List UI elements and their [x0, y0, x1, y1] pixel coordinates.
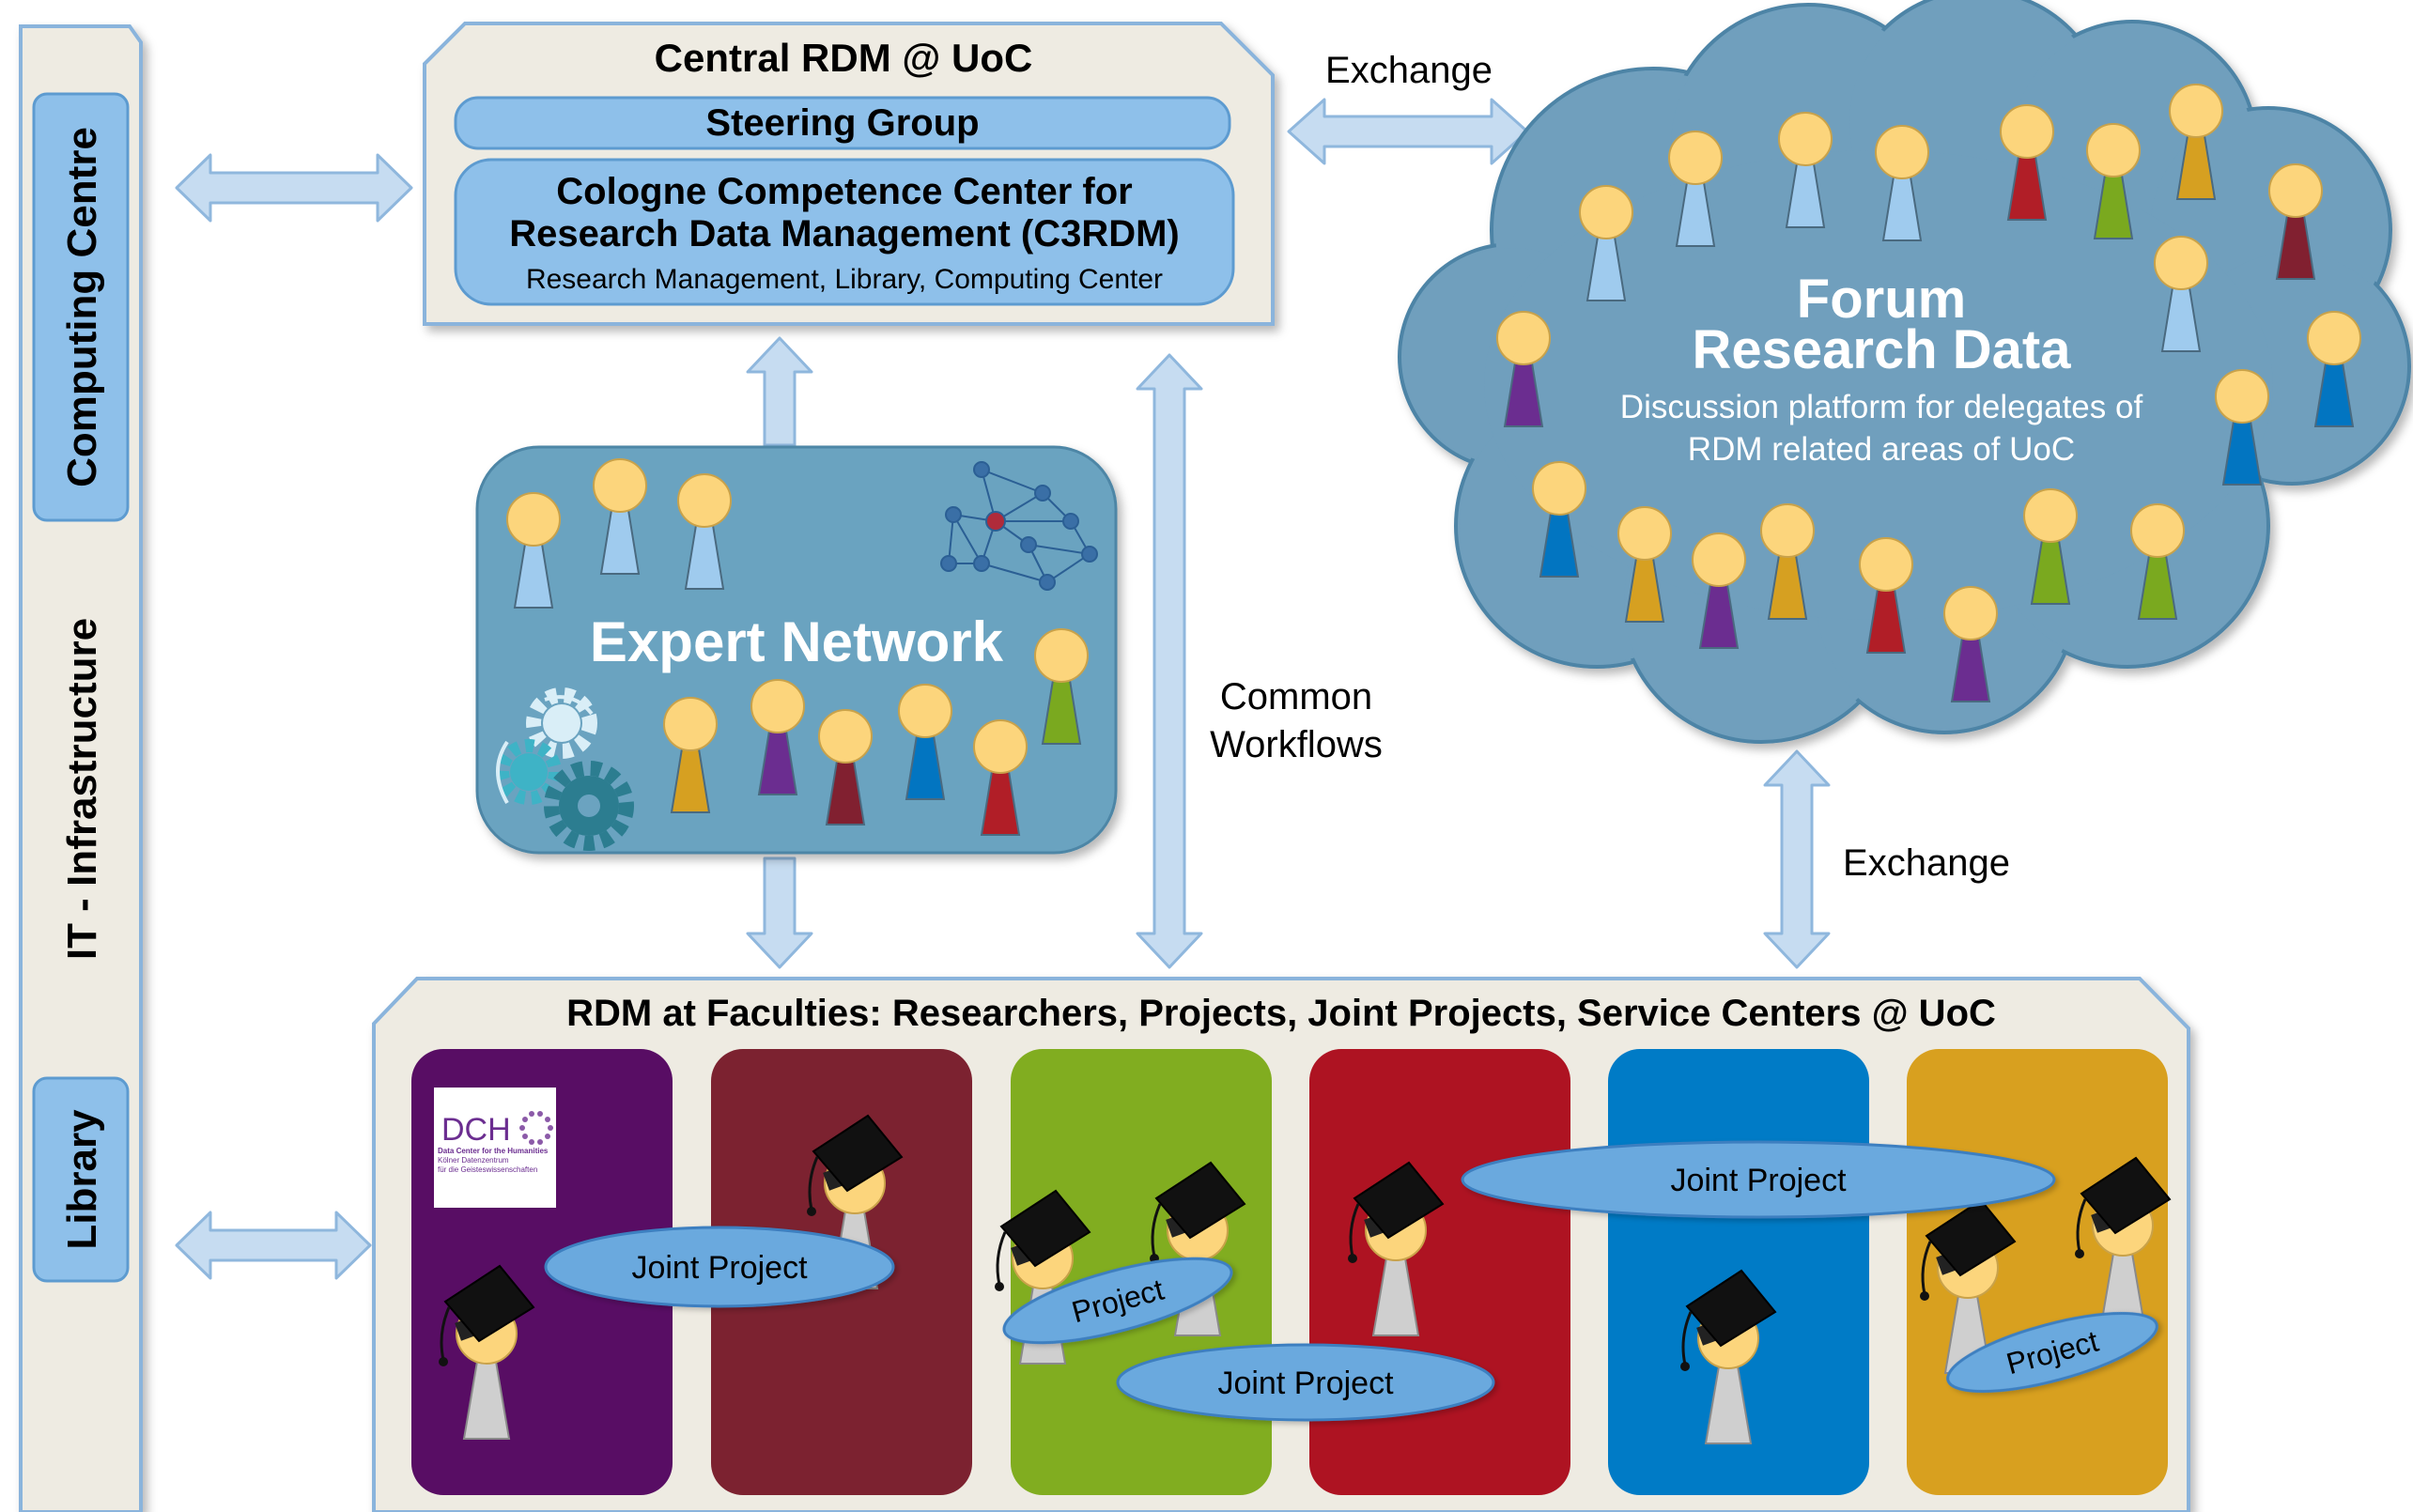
- forum-title-line1: Forum: [1797, 269, 1966, 330]
- forum-person-20: [2154, 236, 2208, 352]
- c3rdm-title-line2: Research Data Management (C3RDM): [509, 213, 1180, 255]
- forum-person-13: [1760, 503, 1815, 620]
- joint-project-label-1: Joint Project: [631, 1250, 808, 1286]
- arrow-expert-network-up: [746, 336, 813, 447]
- expert-person-8: [898, 684, 952, 800]
- exchange-label-right: Exchange: [1843, 842, 2010, 884]
- c3rdm-title-line1: Cologne Competence Center for: [556, 171, 1132, 212]
- forum-desc-line1: Discussion platform for delegates of: [1620, 389, 2143, 425]
- joint-project-ellipse-2: Joint Project: [1116, 1343, 1495, 1422]
- common-workflows-line1: Common: [1220, 676, 1372, 717]
- dch-logo-small-2: Kölner Datenzentrum: [438, 1156, 509, 1165]
- forum-person-4: [1875, 125, 1929, 241]
- forum-person-17: [2130, 503, 2185, 620]
- expert-person-3: [677, 473, 732, 590]
- expert-person-4: [1034, 628, 1089, 745]
- forum-person-19: [2307, 311, 2361, 427]
- forum-person-10: [1532, 461, 1586, 578]
- forum-person-1: [1579, 185, 1633, 301]
- central-rdm-title: Central RDM @ UoC: [655, 36, 1033, 80]
- expert-network-box: [475, 445, 1118, 855]
- forum-person-6: [2086, 123, 2141, 239]
- dch-logo-small-1: Data Center for the Humanities: [438, 1147, 549, 1155]
- arrow-library-faculties: [175, 1211, 372, 1280]
- joint-project-ellipse-1: Joint Project: [544, 1226, 895, 1308]
- project-ellipse-1: Project: [1002, 1257, 1233, 1345]
- joint-project-label-2: Joint Project: [1217, 1365, 1394, 1401]
- it-infrastructure-column: Computing Centre IT - Infrastructure Lib…: [19, 24, 143, 1512]
- graduate-researcher-8: [2075, 1156, 2172, 1332]
- faculties-panel: RDM at Faculties: Researchers, Projects,…: [372, 977, 2190, 1512]
- forum-person-7: [2169, 84, 2223, 200]
- graduate-researcher-5: [1348, 1161, 1445, 1336]
- forum-person-18: [2215, 369, 2269, 486]
- expert-network-people: [506, 458, 1089, 836]
- graduate-researcher-6: [1680, 1269, 1777, 1444]
- expert-network-panel: Expert Network: [475, 445, 1118, 855]
- arrow-central-forum: [1287, 98, 1529, 165]
- steering-group-label: Steering Group: [705, 102, 979, 144]
- arrow-common-workflows: [1136, 353, 1203, 969]
- c3rdm-subtitle: Research Management, Library, Computing …: [526, 264, 1163, 295]
- c3rdm-box: [454, 158, 1235, 306]
- forum-person-12: [1692, 532, 1746, 649]
- joint-project-ellipse-3: Joint Project: [1461, 1140, 2056, 1219]
- network-graph-icon: [940, 461, 1098, 591]
- forum-person-15: [1943, 586, 1998, 702]
- library-label: Library: [59, 1109, 105, 1250]
- library-box: [32, 1076, 130, 1283]
- arrow-computing-centre-central: [175, 153, 413, 223]
- it-infrastructure-label: IT - Infrastructure: [59, 618, 105, 960]
- forum-desc-line2: RDM related areas of UoC: [1688, 431, 2075, 468]
- forum-title-line2: Research Data: [1693, 319, 2072, 380]
- common-workflows-line2: Workflows: [1210, 724, 1383, 765]
- forum-person-3: [1778, 112, 1833, 228]
- forum-person-2: [1668, 131, 1723, 247]
- forum-person-11: [1617, 506, 1672, 623]
- graduate-researcher-1: [439, 1264, 535, 1440]
- arrow-forum-faculties: [1763, 749, 1831, 969]
- expert-person-6: [750, 679, 805, 795]
- forum-people: [1496, 84, 2361, 702]
- exchange-label-top: Exchange: [1325, 50, 1493, 91]
- expert-person-2: [593, 458, 647, 575]
- project-ellipse-2: Project: [1946, 1311, 2158, 1394]
- forum-person-8: [2268, 163, 2323, 280]
- faculty-column-red: [1309, 1049, 1570, 1495]
- computing-centre-box: [32, 92, 130, 522]
- expert-person-1: [506, 492, 561, 609]
- joint-project-label-3: Joint Project: [1670, 1163, 1847, 1198]
- dch-logo-text: DCH: [441, 1112, 511, 1148]
- forum-person-14: [1859, 537, 1913, 654]
- forum-research-data: Forum Research Data Discussion platform …: [1398, 0, 2411, 744]
- arrow-expert-network-down: [746, 856, 813, 969]
- expert-person-7: [818, 709, 873, 825]
- computing-centre-label: Computing Centre: [59, 127, 105, 487]
- faculties-title: RDM at Faculties: Researchers, Projects,…: [566, 993, 1996, 1034]
- expert-network-title: Expert Network: [590, 610, 1004, 673]
- dch-logo-small-3: für die Geisteswissenschaften: [438, 1165, 537, 1174]
- central-rdm-panel: Central RDM @ UoC Steering Group Cologne…: [423, 22, 1275, 326]
- dch-logo: DCH Data Center for the Humanities Kölne…: [434, 1088, 556, 1208]
- expert-person-9: [973, 719, 1028, 836]
- steering-group-box: [454, 96, 1231, 150]
- forum-person-16: [2023, 488, 2078, 605]
- gears-icon: [496, 687, 634, 851]
- arrows: [175, 98, 1831, 1280]
- forum-person-9: [1496, 311, 1551, 427]
- expert-person-5: [663, 697, 718, 813]
- forum-person-5: [2000, 104, 2054, 221]
